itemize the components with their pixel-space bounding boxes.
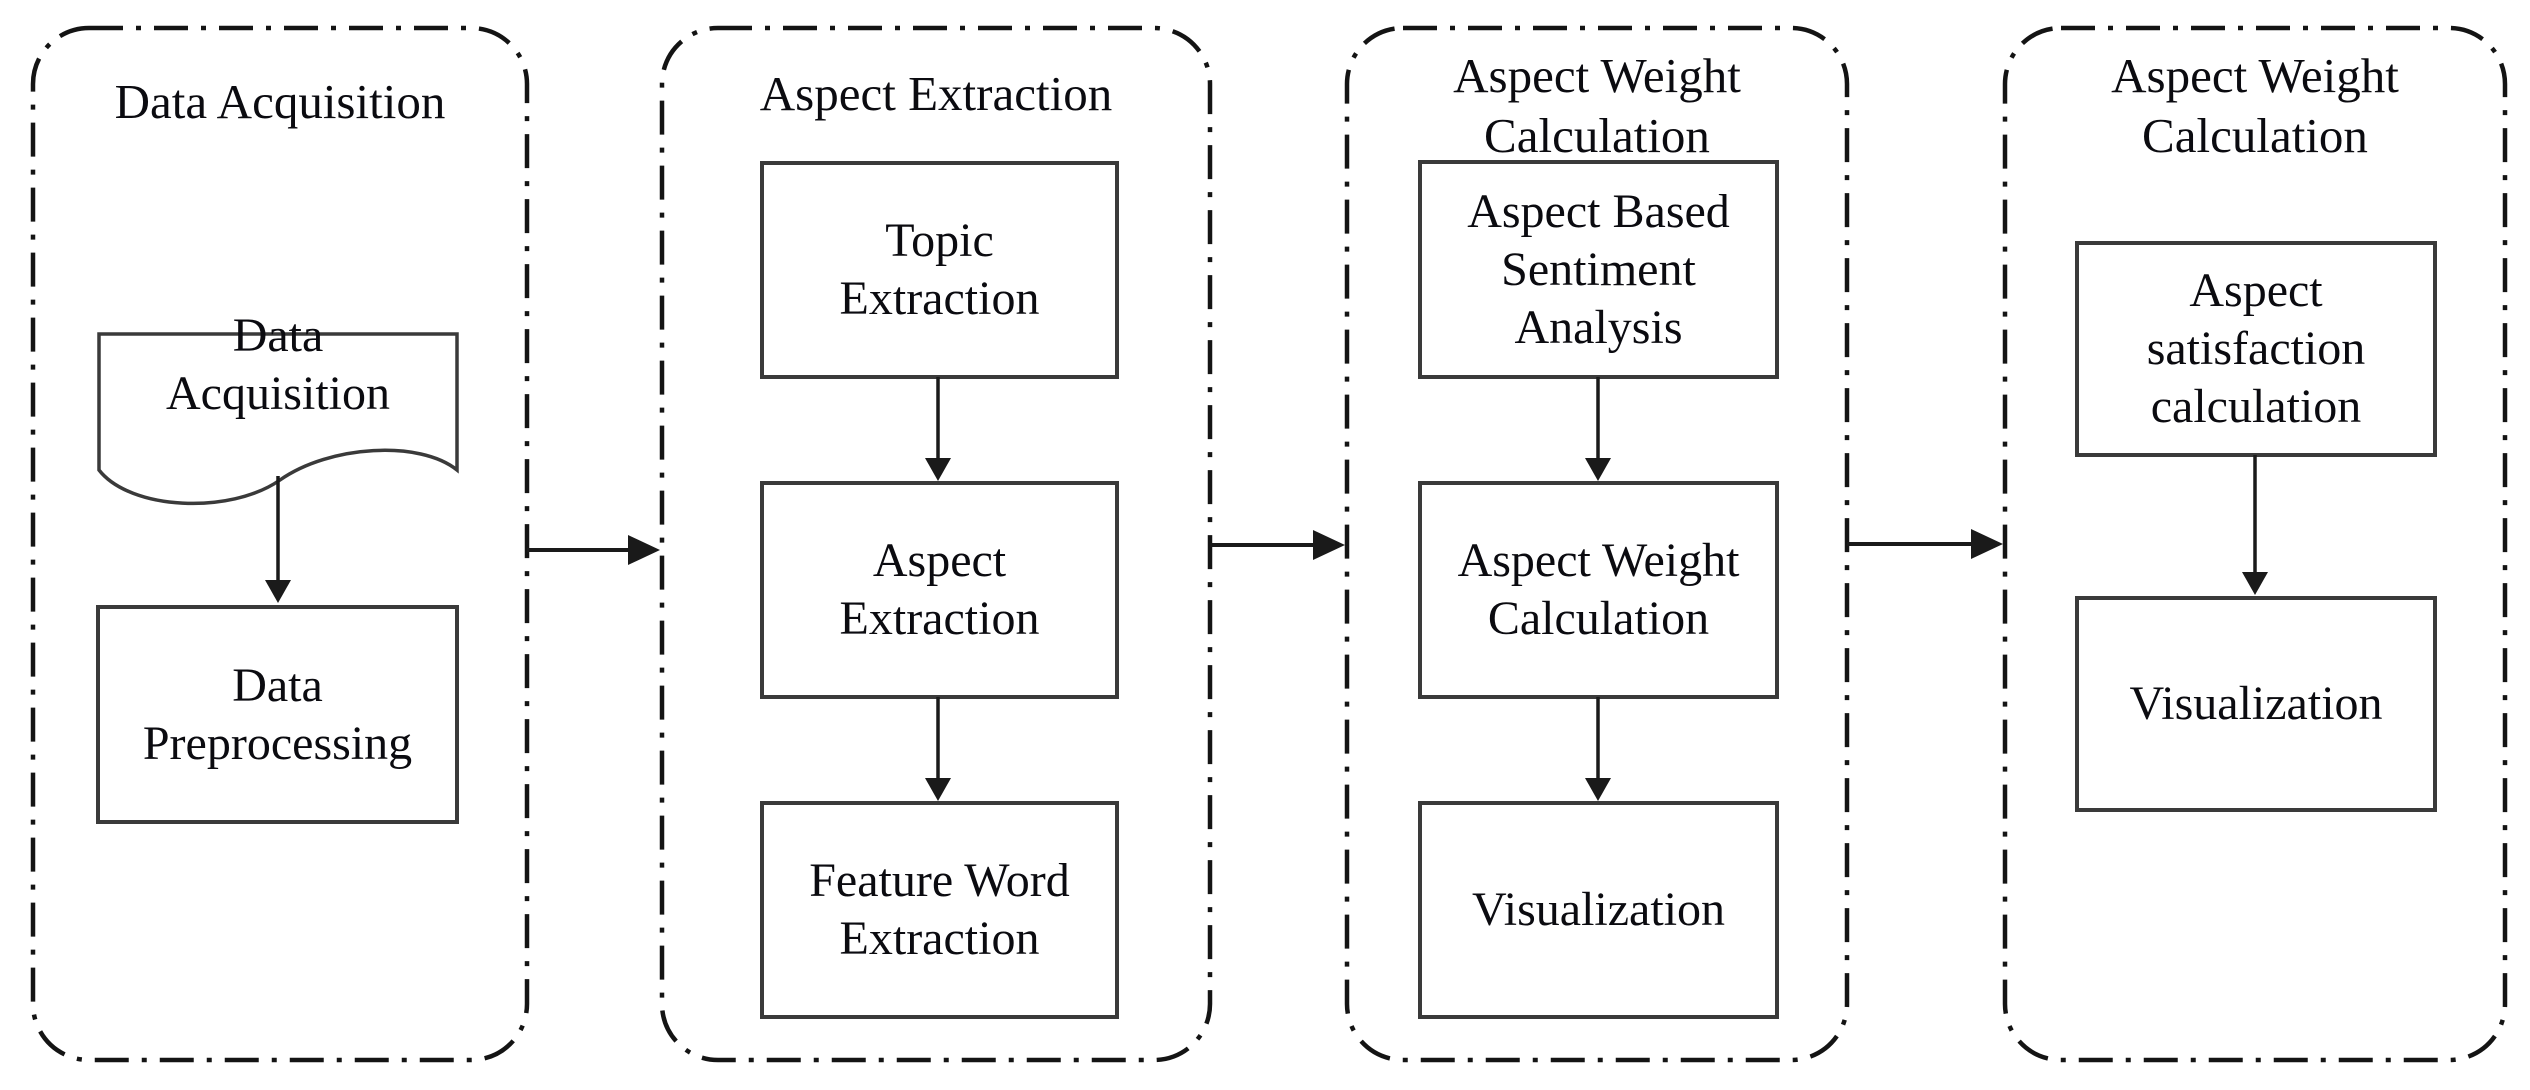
arrowhead-absa-to-weight xyxy=(1585,458,1611,481)
box-data-preprocessing xyxy=(96,605,459,824)
box-aspect-weight-calculation xyxy=(1418,481,1779,699)
panel-frame-data-acquisition xyxy=(30,25,530,1063)
panel-title-aspect-weight-calculation: Aspect Weight Calculation xyxy=(1453,48,1741,163)
document-shape-data-acquisition xyxy=(97,332,459,506)
panel-title-aspect-extraction: Aspect Extraction xyxy=(759,66,1113,121)
arrowhead-panel3-to-panel4 xyxy=(1971,529,2003,559)
box-topic-extraction xyxy=(760,161,1119,379)
arrowhead-doc-to-preprocessing xyxy=(265,580,291,603)
box-feature-word-extraction xyxy=(760,801,1119,1019)
box-visualization-panel4 xyxy=(2075,596,2437,812)
arrowhead-panel2-to-panel3 xyxy=(1313,530,1345,560)
panel-frame-aspect-weight-calculation-2 xyxy=(2002,25,2508,1063)
panel-title-data-acquisition: Data Acquisition xyxy=(114,74,446,129)
box-aspect-satisfaction-calculation xyxy=(2075,241,2437,457)
arrowhead-panel1-to-panel2 xyxy=(628,535,660,565)
box-aspect-extraction xyxy=(760,481,1119,699)
box-visualization-panel3 xyxy=(1418,801,1779,1019)
arrowhead-weight-to-visualization xyxy=(1585,778,1611,801)
arrowhead-topic-to-aspect xyxy=(925,458,951,481)
arrowhead-aspect-to-featureword xyxy=(925,778,951,801)
panel-title-aspect-weight-calculation-2: Aspect Weight Calculation xyxy=(2111,48,2399,163)
arrowhead-satisfaction-to-visualization xyxy=(2242,572,2268,595)
box-aspect-based-sentiment-analysis xyxy=(1418,160,1779,379)
